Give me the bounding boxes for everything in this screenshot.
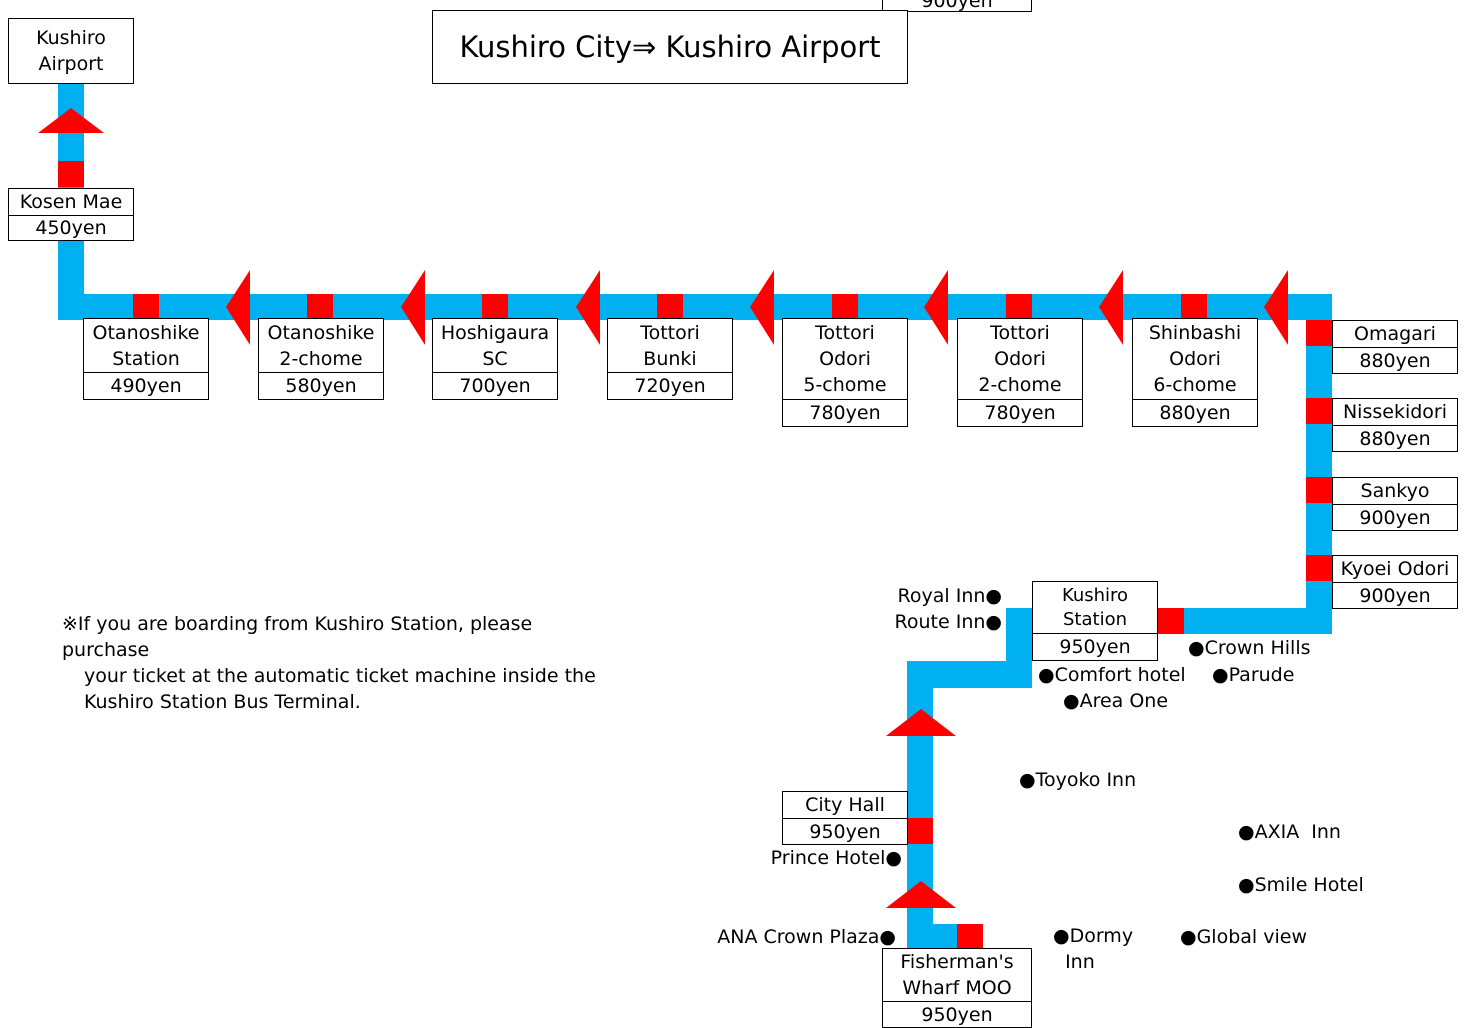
stop-tottori-odori-2-chome: Tottori Odori 2-chome 780yen	[957, 318, 1083, 427]
stop-otanoshike-2-chome: Otanoshike 2-chome 580yen	[258, 318, 384, 400]
landmark-dormy-inn: ●Dormy Inn	[1053, 925, 1134, 973]
stop-markers	[58, 161, 1332, 950]
stop-shinbashi-odori-6-chome: Shinbashi Odori 6-chome 880yen	[1132, 318, 1258, 427]
stop-fare: 880yen	[1333, 425, 1457, 451]
stop-marker	[58, 161, 84, 187]
stop-name: Otanoshike Station	[92, 321, 200, 370]
stop-marker	[957, 924, 983, 950]
up-arrow	[38, 108, 104, 133]
left-arrow	[750, 270, 774, 345]
stop-fare: 900yen	[1333, 582, 1457, 608]
left-arrow	[1264, 270, 1288, 345]
stop-tottori-odori-5-chome: Tottori Odori 5-chome 780yen	[782, 318, 908, 427]
stop-fare: 950yen	[1033, 633, 1157, 660]
stop-fare: 700yen	[433, 372, 557, 399]
stop-fare: 880yen	[1333, 347, 1457, 373]
stop-name: Kosen Mae	[19, 191, 123, 213]
note-line: ※If you are boarding from Kushiro Statio…	[62, 613, 533, 635]
stop-fishermans-wharf-moo: Fisherman's Wharf MOO 950yen	[882, 948, 1032, 1028]
stop-name: Tottori Odori 2-chome	[978, 322, 1062, 396]
note-line: Kushiro Station Bus Terminal.	[84, 691, 361, 713]
left-arrow	[401, 270, 425, 345]
landmark-royal-inn: Royal Inn●	[897, 585, 1002, 607]
up-arrow	[886, 881, 956, 908]
route-segment	[1158, 608, 1332, 634]
stop-marker	[1006, 294, 1032, 320]
landmark-global-view: ●Global view	[1180, 926, 1307, 948]
stop-name: Tottori Bunki	[640, 321, 700, 370]
stop-sankyo: Sankyo 900yen	[1332, 477, 1458, 531]
stop-fare: 720yen	[608, 372, 732, 399]
stop-fare: 950yen	[783, 818, 907, 844]
stop-name: Otanoshike 2-chome	[267, 321, 375, 370]
stop-fare: 950yen	[883, 1001, 1031, 1027]
stop-marker	[307, 294, 333, 320]
left-arrow	[576, 270, 600, 345]
stop-marker	[832, 294, 858, 320]
stop-fare: 900yen	[1333, 504, 1457, 530]
stop-marker	[657, 294, 683, 320]
stop-marker	[1306, 398, 1332, 424]
stop-kushiro-airport: Kushiro Airport	[8, 18, 134, 84]
stop-marker	[1181, 294, 1207, 320]
landmark-ana-crown-plaza: ANA Crown Plaza●	[717, 926, 896, 948]
stop-marker	[1306, 555, 1332, 581]
landmark-crown-hills: ●Crown Hills	[1188, 637, 1311, 659]
landmark-route-inn: Route Inn●	[894, 611, 1002, 633]
stop-kosen-mae: Kosen Mae 450yen	[8, 188, 134, 241]
direction-arrows	[38, 108, 1288, 908]
top-fare-box: 900yen	[882, 0, 1032, 12]
stop-fare: 780yen	[783, 399, 907, 426]
left-arrow	[226, 270, 250, 345]
stop-name: Kushiro Station	[1061, 584, 1129, 630]
stop-fare: 490yen	[84, 372, 208, 399]
stop-fare: 880yen	[1133, 399, 1257, 426]
stop-tottori-bunki: Tottori Bunki 720yen	[607, 318, 733, 400]
stop-name: Omagari	[1354, 323, 1436, 345]
note-line: purchase	[62, 639, 150, 661]
left-arrow	[1099, 270, 1123, 345]
stop-marker	[482, 294, 508, 320]
stop-marker	[133, 294, 159, 320]
landmark-smile-hotel: ●Smile Hotel	[1238, 874, 1364, 896]
stop-marker	[1306, 477, 1332, 503]
stop-name: Kyoei Odori	[1340, 558, 1450, 580]
ticket-note: ※If you are boarding from Kushiro Statio…	[62, 611, 622, 715]
stop-omagari: Omagari 880yen	[1332, 320, 1458, 374]
stop-otanoshike-station: Otanoshike Station 490yen	[83, 318, 209, 400]
map-title: Kushiro City⇒ Kushiro Airport	[432, 10, 908, 84]
stop-name: Nissekidori	[1342, 401, 1448, 423]
stop-name: Sankyo	[1360, 480, 1430, 502]
landmark-prince-hotel: Prince Hotel●	[770, 847, 902, 869]
stop-fare: 780yen	[958, 399, 1082, 426]
stop-kushiro-station: Kushiro Station 950yen	[1032, 581, 1158, 661]
stop-name: Tottori Odori 5-chome	[803, 322, 887, 396]
up-arrow	[886, 709, 956, 736]
stop-fare: 450yen	[9, 215, 133, 240]
stop-name: Shinbashi Odori 6-chome	[1148, 322, 1242, 396]
stop-name: City Hall	[805, 794, 885, 816]
landmark-toyoko-inn: ●Toyoko Inn	[1019, 769, 1137, 791]
stop-name: Hoshigaura SC	[440, 321, 550, 370]
stop-marker	[907, 818, 933, 844]
stop-marker	[1306, 320, 1332, 346]
landmark-axia-inn: ●AXIA Inn	[1238, 821, 1341, 843]
stop-nissekidori: Nissekidori 880yen	[1332, 398, 1458, 452]
stop-name: Kushiro Airport	[36, 27, 106, 75]
stop-hoshigaura-sc: Hoshigaura SC 700yen	[432, 318, 558, 400]
landmark-comfort-hotel: ●Comfort hotel	[1038, 664, 1186, 686]
stop-marker	[1158, 608, 1184, 634]
left-arrow	[924, 270, 948, 345]
stop-city-hall: City Hall 950yen	[782, 791, 908, 845]
stop-kyoei-odori: Kyoei Odori 900yen	[1332, 555, 1458, 609]
route-line	[58, 82, 1332, 951]
note-line: your ticket at the automatic ticket mach…	[84, 665, 596, 687]
stop-fare: 580yen	[259, 372, 383, 399]
landmark-area-one: ●Area One	[1063, 690, 1169, 712]
stop-name: Fisherman's Wharf MOO	[900, 951, 1014, 999]
landmark-parude: ●Parude	[1212, 664, 1295, 686]
